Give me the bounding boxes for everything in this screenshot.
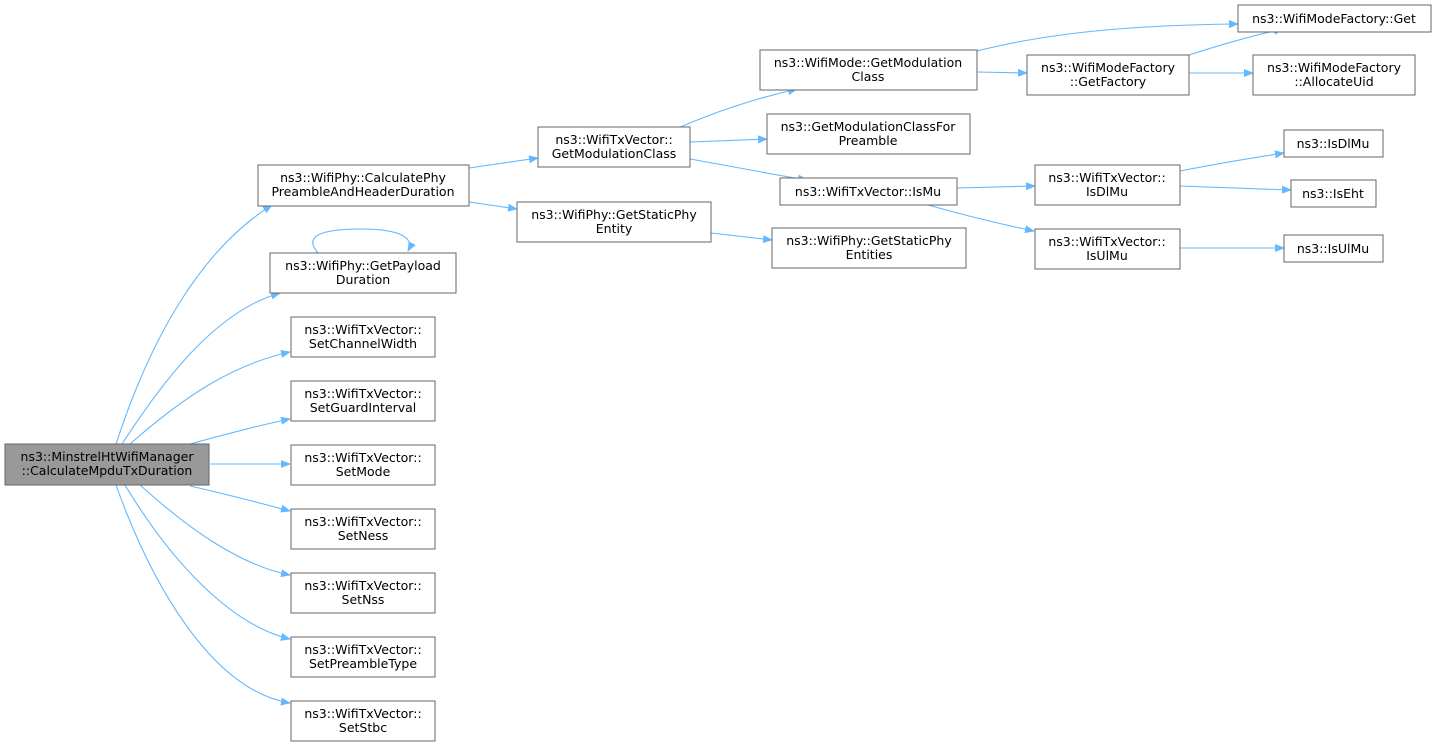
- edge-ismu-isdlmuvec: [956, 182, 1036, 191]
- node-label: SetNss: [342, 592, 385, 607]
- node-set-ness[interactable]: ns3::WifiTxVector:: SetNess: [290, 508, 436, 550]
- node-label: ns3::WifiTxVector::: [304, 642, 421, 657]
- edge-getstaticentity-getstaticentities: [710, 232, 773, 243]
- edge-ismu-isulmuvec: [927, 204, 1035, 234]
- node-set-stbc[interactable]: ns3::WifiTxVector:: SetStbc: [290, 700, 436, 742]
- node-label: ns3::WifiPhy::GetPayload: [285, 258, 441, 273]
- node-isulmu[interactable]: ns3::IsUlMu: [1283, 234, 1384, 263]
- node-label: PreambleAndHeaderDuration: [271, 184, 454, 199]
- node-label: Entity: [596, 221, 633, 236]
- node-get-modulation-class-for-preamble[interactable]: ns3::GetModulationClassFor Preamble: [766, 113, 971, 155]
- node-label: SetMode: [336, 464, 391, 479]
- node-label: ns3::WifiTxVector::: [304, 450, 421, 465]
- edge-root-setchannelwidth: [129, 350, 291, 445]
- node-label: SetStbc: [339, 720, 387, 735]
- node-label: ns3::WifiTxVector::: [304, 706, 421, 721]
- edge-modegetmod-getfactory: [976, 68, 1028, 77]
- node-label: ns3::MinstrelHtWifiManager: [21, 449, 195, 464]
- node-label: SetNess: [338, 528, 389, 543]
- node-label: ns3::WifiTxVector::: [555, 132, 672, 147]
- node-label: ns3::WifiPhy::GetStaticPhy: [786, 233, 952, 248]
- node-get-payload-duration[interactable]: ns3::WifiPhy::GetPayload Duration: [269, 252, 457, 294]
- node-label: ns3::WifiTxVector::: [1048, 234, 1165, 249]
- edge-root-setguard: [189, 416, 291, 445]
- edge-getpayload-self: [312, 228, 416, 254]
- edge-root-setstbc: [115, 484, 291, 706]
- node-label: ns3::IsEht: [1302, 186, 1364, 201]
- node-label: ns3::WifiModeFactory::Get: [1252, 11, 1416, 26]
- node-set-guard-interval[interactable]: ns3::WifiTxVector:: SetGuardInterval: [290, 380, 436, 422]
- edge-getmodclass-ismu: [689, 158, 808, 183]
- edge-root-calcphy: [115, 204, 273, 445]
- node-wifimodefactory-get[interactable]: ns3::WifiModeFactory::Get: [1237, 4, 1432, 33]
- node-is-mu[interactable]: ns3::WifiTxVector::IsMu: [779, 177, 958, 206]
- node-label: IsDlMu: [1086, 184, 1128, 199]
- node-wifimodefactory-allocateuid[interactable]: ns3::WifiModeFactory ::AllocateUid: [1252, 54, 1416, 96]
- node-get-modulation-class[interactable]: ns3::WifiTxVector:: GetModulationClass: [537, 126, 691, 168]
- node-set-mode[interactable]: ns3::WifiTxVector:: SetMode: [290, 444, 436, 486]
- node-label: ns3::WifiTxVector::: [304, 322, 421, 337]
- edge-getmodclass-modegetmod: [677, 87, 798, 129]
- node-label: ::AllocateUid: [1294, 74, 1373, 89]
- edge-root-getpayload: [121, 291, 281, 445]
- node-label: ns3::IsDlMu: [1297, 136, 1370, 151]
- node-label: SetGuardInterval: [310, 400, 417, 415]
- node-label: ns3::GetModulationClassFor: [781, 119, 957, 134]
- node-label: ns3::WifiTxVector::: [304, 578, 421, 593]
- node-label: ns3::WifiTxVector::: [304, 514, 421, 529]
- edge-isdlmuvec-isdlmu: [1179, 150, 1285, 172]
- node-label: SetChannelWidth: [309, 336, 417, 351]
- node-mode-get-modulation-class[interactable]: ns3::WifiMode::GetModulation Class: [759, 49, 978, 91]
- node-label: ns3::WifiTxVector::: [304, 386, 421, 401]
- node-label: Entities: [846, 247, 893, 262]
- node-label: Class: [852, 69, 885, 84]
- edge-root-setness: [189, 485, 291, 513]
- edge-calcphy-getmodclass: [468, 155, 539, 169]
- node-label: ns3::IsUlMu: [1297, 241, 1369, 256]
- node-label: ::CalculateMpduTxDuration: [22, 463, 193, 478]
- node-wifitxvector-isdlmu[interactable]: ns3::WifiTxVector:: IsDlMu: [1034, 164, 1181, 206]
- node-set-channel-width[interactable]: ns3::WifiTxVector:: SetChannelWidth: [290, 316, 436, 358]
- node-wifitxvector-isulmu[interactable]: ns3::WifiTxVector:: IsUlMu: [1034, 228, 1181, 270]
- node-set-nss[interactable]: ns3::WifiTxVector:: SetNss: [290, 572, 436, 614]
- node-label: ns3::WifiModeFactory: [1267, 60, 1402, 75]
- node-label: SetPreambleType: [309, 656, 417, 671]
- node-label: ns3::WifiPhy::CalculatePhy: [280, 170, 446, 185]
- node-label: GetModulationClass: [552, 146, 677, 161]
- node-root[interactable]: ns3::MinstrelHtWifiManager ::CalculateMp…: [4, 443, 210, 486]
- node-label: ::GetFactory: [1070, 74, 1147, 89]
- edge-root-setnss: [139, 484, 291, 578]
- node-label: Preamble: [839, 133, 898, 148]
- node-isdlmu[interactable]: ns3::IsDlMu: [1283, 129, 1384, 158]
- node-label: ns3::WifiPhy::GetStaticPhy: [531, 207, 697, 222]
- node-get-static-phy-entity[interactable]: ns3::WifiPhy::GetStaticPhy Entity: [516, 201, 712, 243]
- node-label: Duration: [336, 272, 390, 287]
- edge-getmodclass-getmodclassfor: [689, 135, 768, 144]
- node-calculate-phy-preamble[interactable]: ns3::WifiPhy::CalculatePhy PreambleAndHe…: [257, 164, 470, 207]
- node-set-preamble-type[interactable]: ns3::WifiTxVector:: SetPreambleType: [290, 636, 436, 678]
- node-label: ns3::WifiMode::GetModulation: [774, 55, 962, 70]
- edge-calcphy-getstaticentity: [468, 201, 518, 212]
- edges: [115, 20, 1292, 706]
- node-wifimodefactory-getfactory[interactable]: ns3::WifiModeFactory ::GetFactory: [1026, 54, 1190, 96]
- edge-modegetmod-factoryget: [976, 20, 1239, 52]
- edge-root-setpreamble: [124, 484, 291, 641]
- edge-getfactory-factoryget: [1188, 26, 1284, 56]
- node-label: ns3::WifiTxVector::IsMu: [795, 184, 941, 199]
- node-label: IsUlMu: [1086, 248, 1128, 263]
- node-get-static-phy-entities[interactable]: ns3::WifiPhy::GetStaticPhy Entities: [771, 227, 967, 269]
- node-label: ns3::WifiTxVector::: [1048, 170, 1165, 185]
- edge-isdlmuvec-iseht: [1179, 185, 1292, 194]
- node-label: ns3::WifiModeFactory: [1041, 60, 1176, 75]
- node-iseht[interactable]: ns3::IsEht: [1290, 179, 1377, 208]
